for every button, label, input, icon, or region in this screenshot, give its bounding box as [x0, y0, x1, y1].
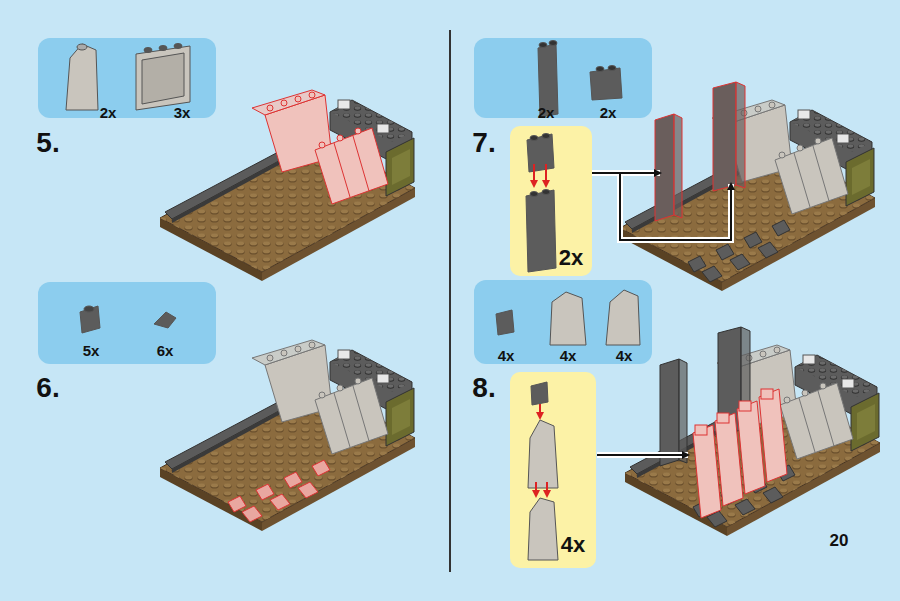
- parts-callout: 2x 2x: [474, 38, 652, 118]
- quantity-label: 6x: [157, 343, 174, 358]
- quantity-label: 4x: [616, 348, 633, 363]
- quantity-label: 2x: [600, 105, 617, 120]
- subassembly-box: 2x: [510, 126, 592, 276]
- quantity-label: 4x: [561, 534, 585, 556]
- parts-callout: 5x 6x: [38, 282, 216, 364]
- step-number: 7.: [472, 129, 495, 157]
- quantity-label: 4x: [498, 348, 515, 363]
- quantity-label: 5x: [83, 343, 100, 358]
- parts-callout: 2x 3x: [38, 38, 216, 118]
- subassembly-box: 4x: [510, 372, 596, 568]
- page-number: 20: [830, 532, 849, 549]
- quantity-label: 2x: [100, 105, 117, 120]
- step-number: 5.: [36, 129, 59, 157]
- parts-callout: 4x 4x 4x: [474, 280, 652, 364]
- quantity-label: 2x: [538, 105, 555, 120]
- quantity-label: 4x: [560, 348, 577, 363]
- step-number: 8.: [472, 374, 495, 402]
- quantity-label: 2x: [559, 247, 583, 269]
- step-number: 6.: [36, 374, 59, 402]
- quantity-label: 3x: [174, 105, 191, 120]
